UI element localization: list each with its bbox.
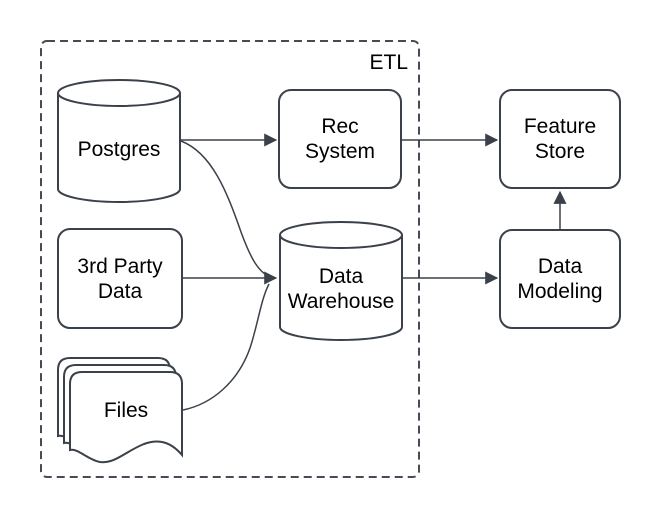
data-warehouse-cylinder-shape[interactable] bbox=[279, 221, 403, 341]
node-rec-system[interactable]: Rec System bbox=[279, 90, 401, 188]
node-feature-store[interactable]: Feature Store bbox=[500, 90, 620, 188]
node-rec-system-label: Rec System bbox=[304, 115, 375, 163]
files-stack-shape[interactable] bbox=[57, 357, 183, 464]
rec-system-box-shape[interactable] bbox=[278, 89, 402, 189]
node-data-warehouse[interactable]: Data Warehouse bbox=[280, 222, 402, 340]
third-party-data-box-shape[interactable] bbox=[57, 228, 183, 329]
node-third-party-data-label: 3rd Party Data bbox=[77, 254, 163, 303]
feature-store-box-shape[interactable] bbox=[499, 89, 621, 189]
edge-files-data-warehouse bbox=[182, 283, 270, 411]
node-postgres-label: Postgres bbox=[77, 137, 161, 161]
node-data-modeling-label: Data Modeling bbox=[517, 255, 603, 303]
etl-container-border bbox=[40, 40, 420, 478]
data-modeling-box-shape[interactable] bbox=[499, 229, 621, 329]
node-data-modeling[interactable]: Data Modeling bbox=[500, 230, 620, 328]
edge-postgres-data-warehouse bbox=[180, 140, 270, 278]
node-files[interactable]: Files bbox=[70, 372, 182, 448]
node-data-warehouse-label: Data Warehouse bbox=[287, 265, 395, 313]
node-third-party-data[interactable]: 3rd Party Data bbox=[58, 229, 182, 328]
postgres-cylinder-shape[interactable] bbox=[57, 79, 181, 203]
node-feature-store-label: Feature Store bbox=[523, 115, 597, 163]
node-postgres[interactable]: Postgres bbox=[58, 80, 180, 202]
node-files-label: Files bbox=[103, 398, 149, 422]
etl-container-label: ETL bbox=[369, 51, 408, 74]
files-front-sheet bbox=[69, 371, 183, 464]
